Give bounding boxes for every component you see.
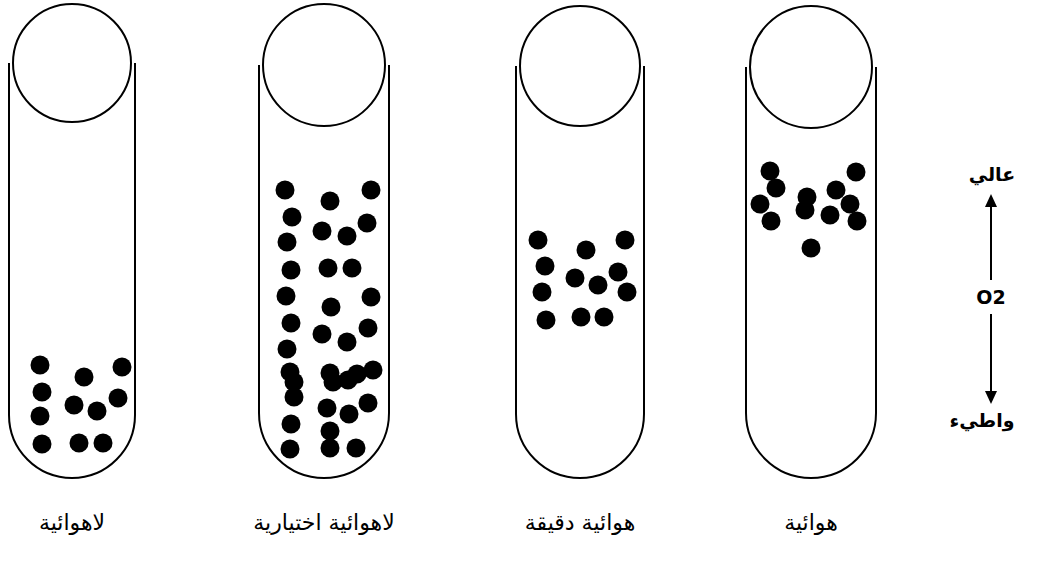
bacteria-dot: [609, 263, 628, 282]
tube-label: لاهوائية اختيارية: [248, 510, 400, 535]
bacteria-dot: [566, 269, 585, 288]
arrow-line: [990, 314, 992, 394]
bacteria-dot: [33, 383, 52, 402]
bacteria-dot: [533, 283, 552, 302]
bacteria-dot: [618, 283, 637, 302]
bacteria-dot: [589, 276, 608, 295]
bacteria-dot: [65, 396, 84, 415]
bacteria-dot: [616, 231, 635, 250]
oxygen-level-label: واطيء: [947, 409, 1016, 431]
tube-opening: [263, 4, 385, 126]
bacteria-dot: [282, 261, 301, 280]
bacteria-dot: [313, 222, 332, 241]
bacteria-dot: [338, 333, 357, 352]
bacteria-dot: [277, 287, 296, 306]
bacteria-dot: [751, 195, 770, 214]
bacteria-dot: [285, 388, 304, 407]
tube-opening: [750, 6, 872, 128]
bacteria-dot: [282, 415, 301, 434]
bacteria-dot: [33, 435, 52, 454]
bacteria-dot: [537, 311, 556, 330]
arrow-head: [985, 194, 997, 207]
bacteria-dot: [343, 259, 362, 278]
bacteria-dot: [358, 214, 377, 233]
bacteria-dot: [88, 402, 107, 421]
tube-body: [9, 63, 135, 478]
bacteria-dot: [761, 162, 780, 181]
bacteria-dot: [796, 201, 815, 220]
bacteria-dot: [75, 368, 94, 387]
bacteria-dot: [577, 241, 596, 260]
bacteria-dot: [767, 179, 786, 198]
bacteria-dot: [70, 434, 89, 453]
bacteria-dot: [536, 257, 555, 276]
arrow-line: [990, 204, 992, 280]
tube-outline: [8, 2, 136, 480]
bacteria-dot: [31, 356, 50, 375]
test-tube: هوائية: [745, 4, 877, 537]
bacteria-dot: [595, 308, 614, 327]
bacteria-dot: [762, 212, 781, 231]
bacteria-dot: [109, 389, 128, 408]
bacteria-dot: [278, 340, 297, 359]
bacteria-dot: [113, 358, 132, 377]
bacteria-dot: [278, 233, 297, 252]
tube-body: [516, 66, 644, 478]
bacteria-dot: [364, 361, 383, 380]
bacteria-dot: [359, 319, 378, 338]
test-tube: هوائية دقيقة: [515, 4, 645, 537]
tube-label: لاهوائية: [8, 510, 136, 535]
bacteria-dot: [31, 407, 50, 426]
tube-outline: [258, 2, 390, 480]
test-tube: لاهوائية اختيارية: [248, 2, 400, 537]
arrow-head: [985, 391, 997, 404]
bacteria-dot: [847, 163, 866, 182]
bacteria-dot: [821, 206, 840, 225]
bacteria-dot: [827, 181, 846, 200]
oxygen-level-label: O2: [974, 286, 1007, 308]
test-tube: لاهوائية: [8, 2, 136, 537]
bacteria-dot: [276, 181, 295, 200]
bacteria-dot: [841, 195, 860, 214]
bacteria-dot: [94, 434, 113, 453]
bacteria-dot: [319, 259, 338, 278]
bacteria-dot: [283, 208, 302, 227]
oxygen-level-label: عالي: [967, 163, 1017, 185]
tube-label: هوائية دقيقة: [515, 510, 645, 535]
bacteria-dot: [338, 227, 357, 246]
bacteria-dot: [802, 239, 821, 258]
bacteria-dot: [321, 439, 340, 458]
bacteria-dot: [281, 440, 300, 459]
bacteria-dot: [313, 325, 332, 344]
bacteria-dot: [282, 314, 301, 333]
bacteria-dot: [322, 298, 341, 317]
tube-opening: [13, 4, 131, 122]
bacteria-dot: [347, 439, 366, 458]
tube-outline: [745, 4, 877, 480]
bacteria-dot: [318, 399, 337, 418]
bacteria-dot: [362, 181, 381, 200]
bacteria-dot: [362, 288, 381, 307]
bacteria-dot: [572, 308, 591, 327]
bacteria-dot: [848, 212, 867, 231]
tube-outline: [515, 4, 645, 480]
bacteria-dot: [321, 422, 340, 441]
bacteria-dot: [340, 405, 359, 424]
tube-label: هوائية: [745, 510, 877, 535]
bacteria-dot: [321, 192, 340, 211]
bacteria-dot: [529, 231, 548, 250]
bacteria-dot: [339, 371, 358, 390]
tube-opening: [520, 6, 640, 126]
bacteria-dot: [359, 394, 378, 413]
